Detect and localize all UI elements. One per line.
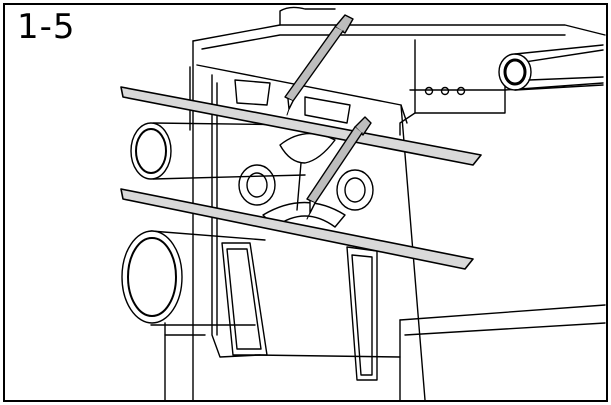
gauge-bars	[120, 86, 482, 270]
assembly-illustration	[120, 6, 606, 400]
lower-scriber	[306, 116, 372, 220]
upper-gauge-bar	[120, 86, 482, 166]
lower-pipe	[121, 230, 266, 326]
lower-gauge-bar	[120, 188, 474, 270]
illustration-frame: 1-5	[3, 3, 608, 402]
plate-holes	[238, 132, 374, 228]
side-plate	[189, 64, 426, 400]
upper-frame	[192, 6, 606, 400]
right-roller	[498, 44, 604, 91]
base-block	[164, 304, 606, 400]
step-number-label: 1-5	[17, 7, 76, 47]
scriber-tools	[284, 14, 372, 220]
upper-pipe	[130, 122, 306, 180]
upper-scriber	[284, 14, 354, 116]
plate-legs	[221, 242, 378, 381]
